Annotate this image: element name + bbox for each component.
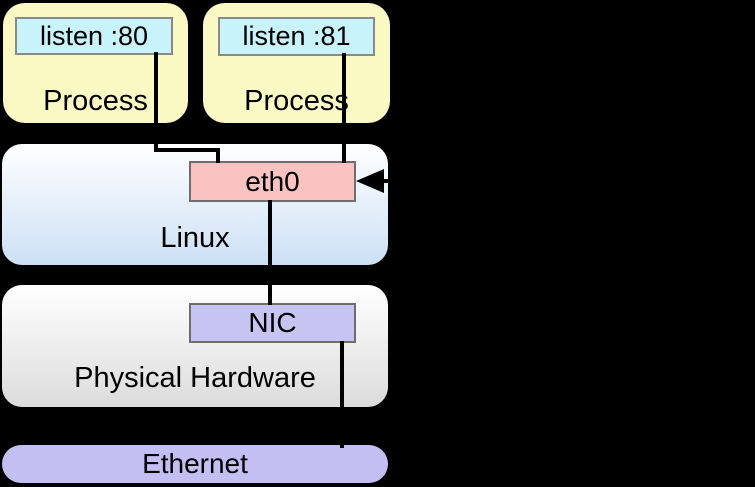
process-2-label: Process <box>244 85 349 117</box>
physical-hardware-label: Physical Hardware <box>74 362 316 394</box>
eth0-label: eth0 <box>245 165 300 197</box>
listen-81-label: listen :81 <box>242 21 351 51</box>
nic-label: NIC <box>248 307 297 338</box>
process-box-2: listen :81 Process <box>203 3 390 123</box>
ethernet-label: Ethernet <box>142 448 248 479</box>
listen-80-box: listen :80 <box>15 17 173 55</box>
nic-box: NIC <box>189 303 356 343</box>
process-box-1: listen :80 Process <box>3 3 188 123</box>
listen-81-box: listen :81 <box>218 17 375 56</box>
ethernet-bar: Ethernet <box>2 445 388 483</box>
process-1-label: Process <box>43 85 148 117</box>
eth0-box: eth0 <box>189 161 356 202</box>
linux-label: Linux <box>160 222 230 254</box>
listen-80-label: listen :80 <box>39 20 149 51</box>
